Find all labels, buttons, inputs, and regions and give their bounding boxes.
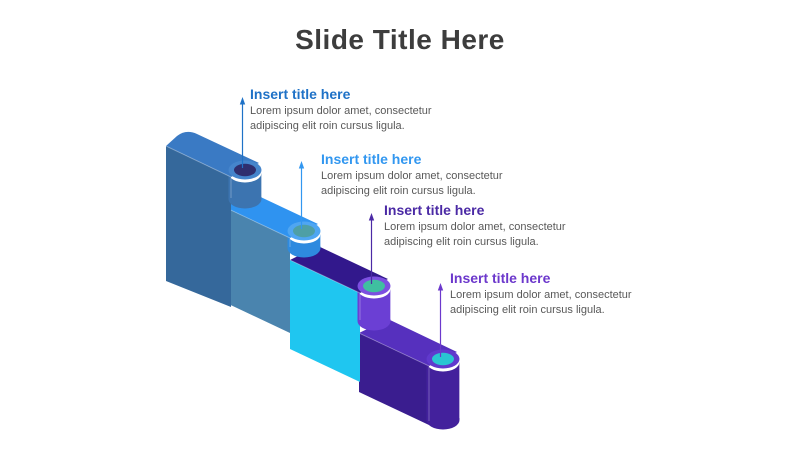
step-note-1-body[interactable]: Lorem ipsum dolor amet, consectetur adip… — [250, 105, 432, 132]
step-1-highlight — [165, 145, 262, 198]
leader-arrow-1 — [239, 97, 246, 168]
step-3-face — [290, 260, 360, 382]
leader-arrow-3 — [368, 213, 375, 284]
leader-arrow-4 — [437, 283, 444, 357]
step-1-cylinder — [228, 173, 262, 209]
step-1-face — [166, 146, 231, 307]
step-3-hole — [363, 279, 385, 293]
step-4-hole — [432, 352, 454, 366]
step-note-2: Insert title here Lorem ipsum dolor amet… — [321, 151, 519, 199]
arrow-up-icon — [437, 283, 444, 291]
step-4-face — [359, 333, 429, 425]
slide-title[interactable]: Slide Title Here — [295, 24, 505, 55]
step-note-1-title[interactable]: Insert title here — [250, 86, 351, 102]
step-3-highlight — [289, 259, 391, 320]
step-3-cylinder — [357, 289, 391, 331]
step-4-shape — [358, 319, 460, 430]
step-note-3-title[interactable]: Insert title here — [384, 202, 485, 218]
step-note-2-title[interactable]: Insert title here — [321, 151, 422, 167]
step-note-3-body[interactable]: Lorem ipsum dolor amet, consectetur adip… — [384, 221, 566, 248]
step-note-1: Insert title here Lorem ipsum dolor amet… — [250, 86, 448, 134]
step-4-highlight — [358, 332, 460, 421]
arrow-up-icon — [298, 161, 305, 169]
arrow-up-icon — [239, 97, 246, 105]
step-2-cylinder — [287, 234, 321, 258]
step-note-3: Insert title here Lorem ipsum dolor amet… — [384, 202, 582, 250]
leader-arrow-2 — [298, 161, 305, 229]
step-1-hole — [234, 163, 256, 177]
step-2-highlight — [219, 204, 321, 247]
step-3-shape — [289, 246, 391, 382]
step-2-face — [220, 205, 290, 333]
step-2-hole — [293, 224, 315, 238]
arrow-up-icon — [368, 213, 375, 221]
step-4-cylinder — [426, 362, 460, 430]
step-1-shape — [165, 131, 262, 307]
step-note-4: Insert title here Lorem ipsum dolor amet… — [450, 270, 648, 318]
step-note-4-body[interactable]: Lorem ipsum dolor amet, consectetur adip… — [450, 289, 632, 316]
step-note-4-title[interactable]: Insert title here — [450, 270, 551, 286]
step-note-2-body[interactable]: Lorem ipsum dolor amet, consectetur adip… — [321, 170, 503, 197]
